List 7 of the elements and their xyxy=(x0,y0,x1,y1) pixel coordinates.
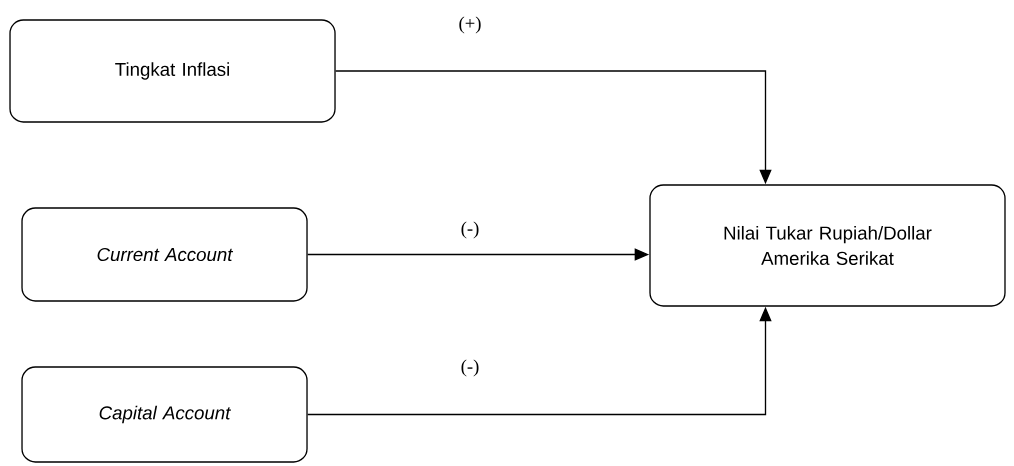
edge-label: (-) xyxy=(461,221,479,239)
process-box: Tingkat Inflasi xyxy=(9,19,336,123)
edge-label: (-) xyxy=(461,359,479,377)
process-box: Current Account xyxy=(21,207,308,302)
process-box: Nilai Tukar Rupiah/Dollar Amerika Serikat xyxy=(649,184,1006,307)
edge-label: (+) xyxy=(459,16,481,34)
process-box: Capital Account xyxy=(21,366,308,463)
